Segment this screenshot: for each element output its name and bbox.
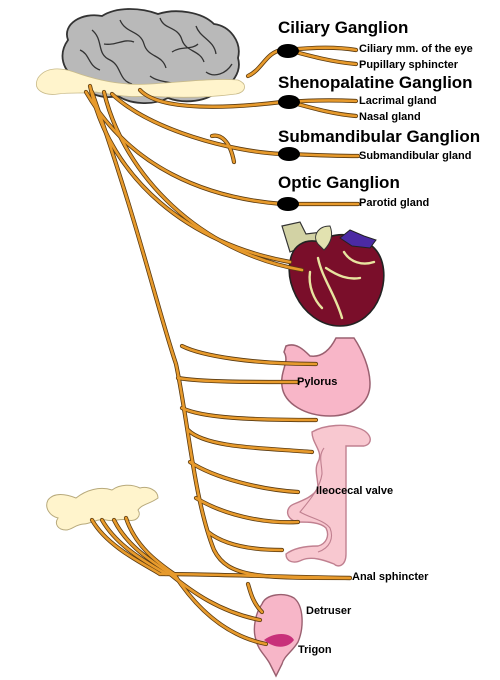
- brainstem: [36, 68, 245, 98]
- bladder: [253, 593, 303, 678]
- detrusor-label: Detruser: [306, 605, 352, 617]
- intestine: [285, 424, 371, 567]
- parotid-gland-label: Parotid gland: [359, 197, 430, 209]
- heart: [281, 221, 385, 327]
- stomach: [281, 337, 371, 417]
- ciliary-ganglion-label: Ciliary Ganglion: [278, 18, 409, 37]
- otic-ganglion-label: Optic Ganglion: [278, 173, 400, 192]
- sacrum: [46, 484, 159, 531]
- nasal-gland-label: Nasal gland: [359, 111, 421, 123]
- ileocecal-valve-label: Ileocecal valve: [316, 485, 394, 497]
- trigone-label: Trigon: [298, 644, 332, 656]
- lacrimal-gland-label: Lacrimal gland: [359, 95, 437, 107]
- submandibular-ganglion-node: [278, 147, 300, 161]
- sphenopalatine-ganglion-label: Shenopalatine Ganglion: [278, 73, 473, 92]
- pylorus-label: Pylorus: [297, 376, 338, 388]
- pupillary-sphincter-label: Pupillary sphincter: [359, 59, 459, 71]
- ciliary-muscles-label: Ciliary mm. of the eye: [359, 43, 473, 55]
- otic-ganglion-node: [277, 197, 299, 211]
- ciliary-ganglion-node: [277, 44, 299, 58]
- sphenopalatine-ganglion-node: [278, 95, 300, 109]
- submandibular-gland-label: Submandibular gland: [359, 150, 472, 162]
- submandibular-ganglion-label: Submandibular Ganglion: [278, 127, 481, 146]
- anal-sphincter-label: Anal sphincter: [352, 571, 429, 583]
- trigone-region: [264, 634, 294, 647]
